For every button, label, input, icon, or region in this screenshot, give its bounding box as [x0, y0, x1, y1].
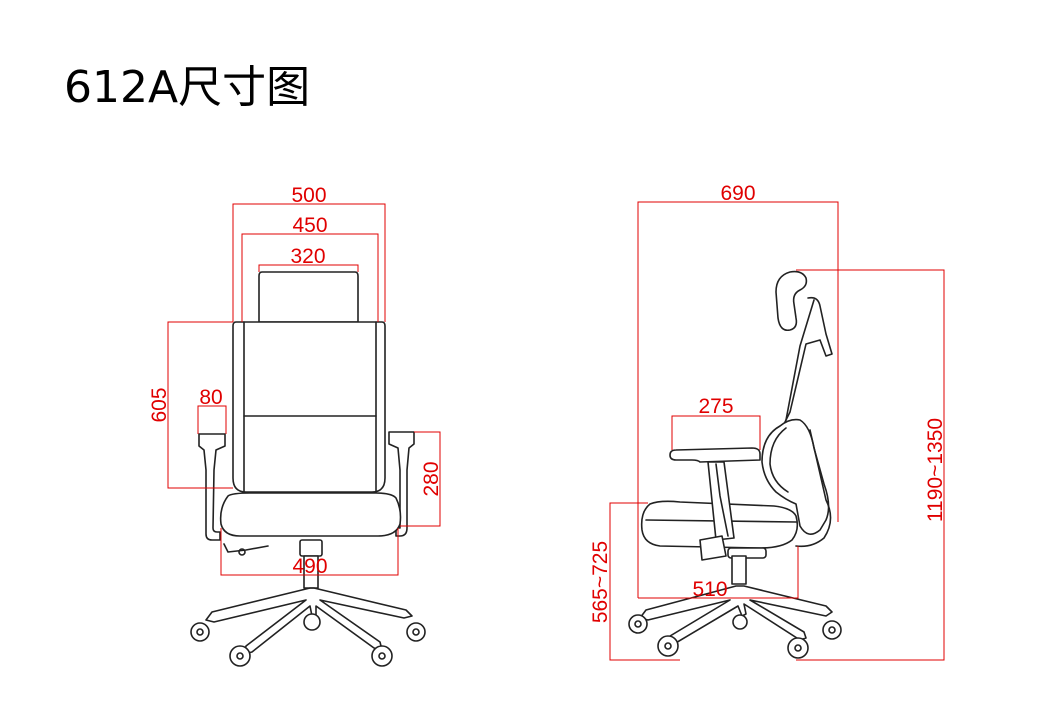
- dim-label-seat-depth: 510: [692, 578, 727, 601]
- dim-label-seat-height: 565~725: [589, 541, 612, 623]
- side-casters: [628, 614, 842, 659]
- dim-line-seat-depth: [638, 546, 799, 599]
- front-armrest-left: [198, 433, 226, 541]
- side-headrest: [775, 270, 808, 332]
- dim-label-overall-depth: 690: [720, 182, 755, 205]
- dim-line-seat-height: [609, 502, 680, 661]
- dim-label-backrest-width: 450: [292, 214, 327, 237]
- side-view-chair: [628, 270, 842, 659]
- dim-label-armrest-width: 80: [199, 386, 222, 409]
- dim-line-headrest-width: [258, 264, 359, 272]
- front-casters: [190, 613, 426, 667]
- dim-label-armrest-height: 280: [420, 461, 443, 496]
- front-dimensions: 500 450 320 605 80 280 490: [148, 184, 443, 578]
- side-back-frame: [783, 296, 833, 425]
- front-headrest: [258, 271, 359, 323]
- side-armrest: [669, 447, 761, 463]
- front-seat: [219, 492, 402, 537]
- dim-label-seat-width: 490: [292, 555, 327, 578]
- dim-label-armrest-length: 275: [698, 395, 733, 418]
- dim-label-overall-width: 500: [291, 184, 326, 207]
- dim-line-armrest-height: [400, 431, 441, 527]
- dim-label-backrest-height: 605: [148, 387, 171, 422]
- dim-line-seat-width: [220, 528, 399, 576]
- dim-line-armrest-length: [671, 415, 761, 450]
- side-base: [639, 585, 833, 645]
- dim-line-backrest-width: [241, 233, 379, 322]
- dim-line-overall-width: [232, 203, 386, 322]
- dim-label-overall-height: 1190~1350: [924, 418, 947, 522]
- front-backrest: [232, 321, 386, 493]
- dim-line-overall-depth: [637, 201, 839, 598]
- side-backrest: [761, 418, 830, 535]
- page-title: 612A尺寸图: [64, 62, 311, 113]
- dim-label-headrest-width: 320: [290, 245, 325, 268]
- dim-line-armrest-width: [197, 405, 227, 434]
- side-dimensions: 690 275 565~725 510 1190~1350: [589, 182, 947, 661]
- front-view-chair: [190, 271, 426, 667]
- dim-line-backrest-height: [167, 321, 233, 489]
- dim-line-overall-height: [796, 269, 945, 661]
